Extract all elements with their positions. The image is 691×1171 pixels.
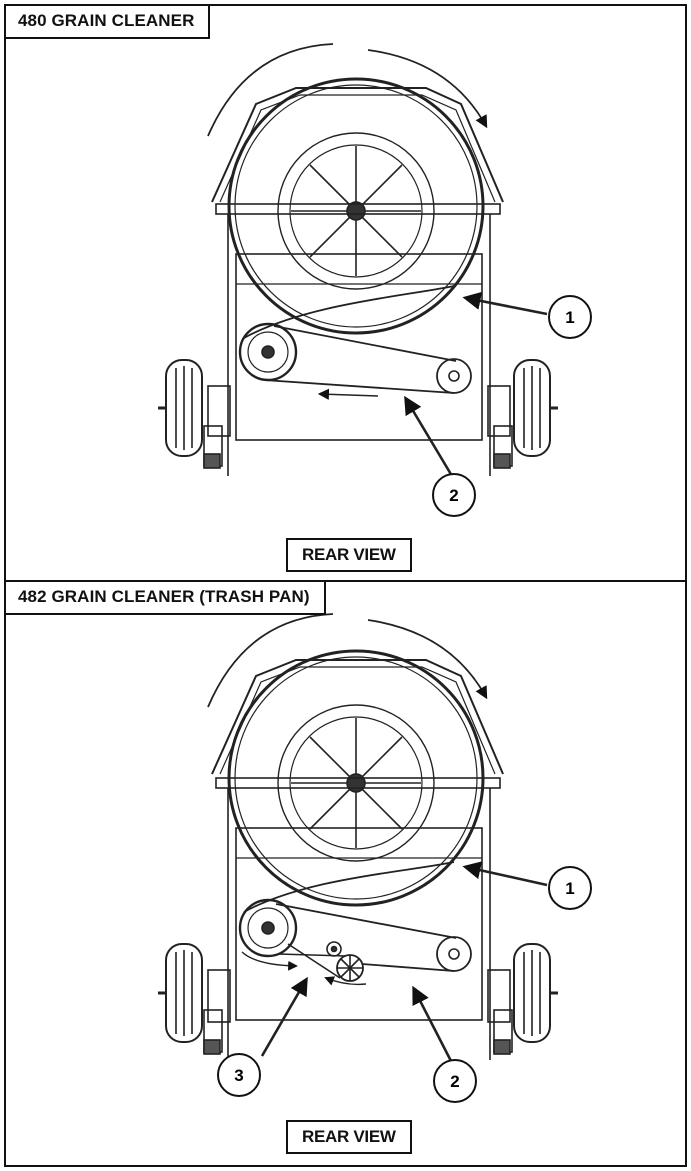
view-label: REAR VIEW: [286, 1120, 412, 1154]
diagram-panel-480: 1 2 480 GRAIN CLEANER REAR VIEW: [4, 4, 687, 582]
diagram-panel-482: 1 2 3 482 GRAIN CLEANER (TRASH PAN) REAR…: [4, 580, 687, 1167]
callout-1: 1: [548, 866, 592, 910]
svg-text:2: 2: [450, 1072, 459, 1091]
panel-title: 480 GRAIN CLEANER: [6, 6, 211, 39]
view-label: REAR VIEW: [286, 538, 412, 572]
callout-2: 2: [433, 1059, 477, 1103]
callout-2: 2: [432, 473, 476, 517]
svg-text:2: 2: [449, 486, 458, 505]
svg-text:1: 1: [565, 308, 574, 327]
callout-3: 3: [217, 1053, 261, 1097]
callout-1: 1: [548, 295, 592, 339]
rear-view-drawing-480: 1 2: [158, 43, 592, 517]
svg-text:3: 3: [234, 1066, 243, 1085]
rear-view-drawing-482: 1 2 3: [158, 613, 592, 1103]
svg-text:1: 1: [565, 879, 574, 898]
panel-title: 482 GRAIN CLEANER (TRASH PAN): [6, 582, 326, 615]
